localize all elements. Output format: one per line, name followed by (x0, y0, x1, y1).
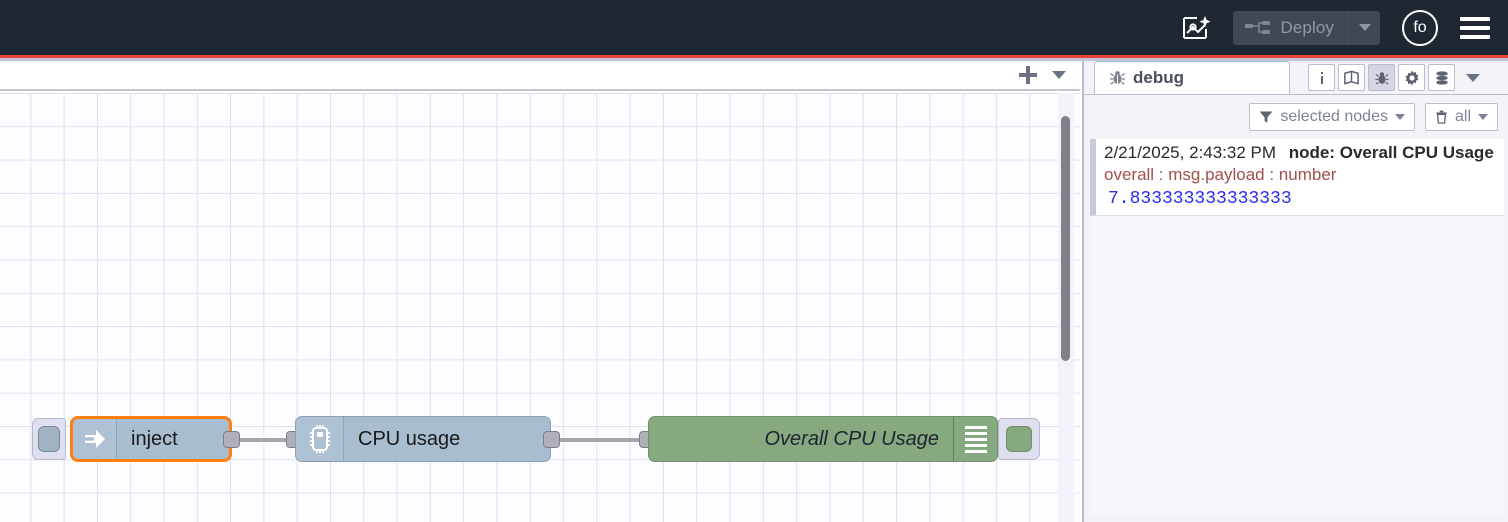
context-data-icon[interactable] (1428, 64, 1455, 91)
app-header: Deploy fo (0, 0, 1508, 55)
tab-debug[interactable]: debug (1094, 61, 1290, 94)
avatar-initials: fo (1413, 18, 1427, 36)
wire-cpu-to-debug[interactable] (547, 438, 645, 442)
debug-node-toggle-state (1006, 426, 1032, 452)
deploy-button[interactable]: Deploy (1233, 11, 1348, 45)
flow-node-cpu-usage[interactable]: CPU usage (295, 416, 551, 462)
sidebar-icon-buttons (1308, 61, 1480, 94)
wire-inject-to-cpu[interactable] (227, 438, 291, 442)
bug-icon (1110, 71, 1125, 85)
canvas-vertical-scrollbar-thumb[interactable] (1061, 116, 1070, 361)
chevron-down-icon[interactable] (1052, 71, 1066, 79)
chevron-down-icon (1478, 114, 1488, 120)
deploy-dropdown-button[interactable] (1348, 10, 1380, 45)
canvas-toolbar (0, 61, 1080, 91)
chevron-down-icon[interactable] (1466, 73, 1480, 82)
flow-node-cpu-usage-label: CPU usage (358, 427, 461, 450)
info-icon[interactable] (1308, 64, 1335, 91)
header-sub-line (0, 58, 1508, 61)
trash-icon (1436, 110, 1447, 124)
inject-trigger-button[interactable] (32, 418, 66, 460)
header-accent-line (0, 55, 1508, 58)
deploy-button-group[interactable]: Deploy (1233, 10, 1380, 45)
debug-lines-icon (953, 417, 997, 461)
flow-node-inject[interactable]: inject (70, 416, 232, 462)
deploy-icon (1245, 20, 1271, 34)
clear-messages-label: all (1454, 108, 1471, 125)
funnel-icon (1259, 111, 1273, 123)
sidebar-filter-row: selected nodes all (1084, 99, 1508, 135)
debug-message-topic: overall : msg.payload : number (1104, 165, 1337, 184)
avatar[interactable]: fo (1402, 9, 1438, 46)
flow-node-inject-label: inject (131, 427, 178, 450)
debug-message-header: 2/21/2025, 2:43:32 PM node: Overall CPU … (1104, 143, 1498, 163)
chevron-down-icon (1394, 114, 1405, 120)
sidebar-tab-row: debug (1084, 61, 1508, 95)
debug-node-toggle-button[interactable] (998, 418, 1040, 460)
debug-message-timestamp: 2/21/2025, 2:43:32 PM (1104, 143, 1277, 162)
port-cpu-output[interactable] (543, 431, 560, 448)
arrow-right-icon (73, 419, 117, 459)
plus-icon[interactable] (1018, 65, 1038, 85)
microchip-icon (296, 417, 344, 461)
deploy-label: Deploy (1280, 17, 1334, 37)
sidebar-panel: debug (1082, 61, 1508, 522)
clear-messages-button[interactable]: all (1424, 103, 1498, 131)
port-inject-output[interactable] (223, 431, 240, 448)
flow-node-debug-label: Overall CPU Usage (764, 427, 939, 450)
hamburger-menu-icon[interactable] (1460, 15, 1490, 41)
node-filter-button[interactable]: selected nodes (1249, 103, 1415, 131)
debug-message-node: node: Overall CPU Usage (1288, 143, 1494, 162)
flow-canvas-region: inject (0, 61, 1080, 522)
node-filter-label: selected nodes (1280, 108, 1388, 125)
tab-debug-label: debug (1133, 67, 1184, 87)
debug-message[interactable]: 2/21/2025, 2:43:32 PM node: Overall CPU … (1090, 139, 1504, 216)
help-book-icon[interactable] (1338, 64, 1365, 91)
debug-message-value: 7.833333333333333 (1108, 189, 1292, 209)
flow-canvas[interactable]: inject (0, 93, 1080, 522)
inject-trigger-inner (38, 426, 60, 452)
flow-sparkle-icon[interactable] (1177, 9, 1215, 47)
config-gear-icon[interactable] (1398, 64, 1425, 91)
flow-node-debug[interactable]: Overall CPU Usage (648, 416, 998, 462)
debug-bug-icon[interactable] (1368, 64, 1395, 91)
debug-message-list[interactable]: 2/21/2025, 2:43:32 PM node: Overall CPU … (1090, 139, 1504, 515)
chevron-down-icon (1358, 24, 1371, 31)
